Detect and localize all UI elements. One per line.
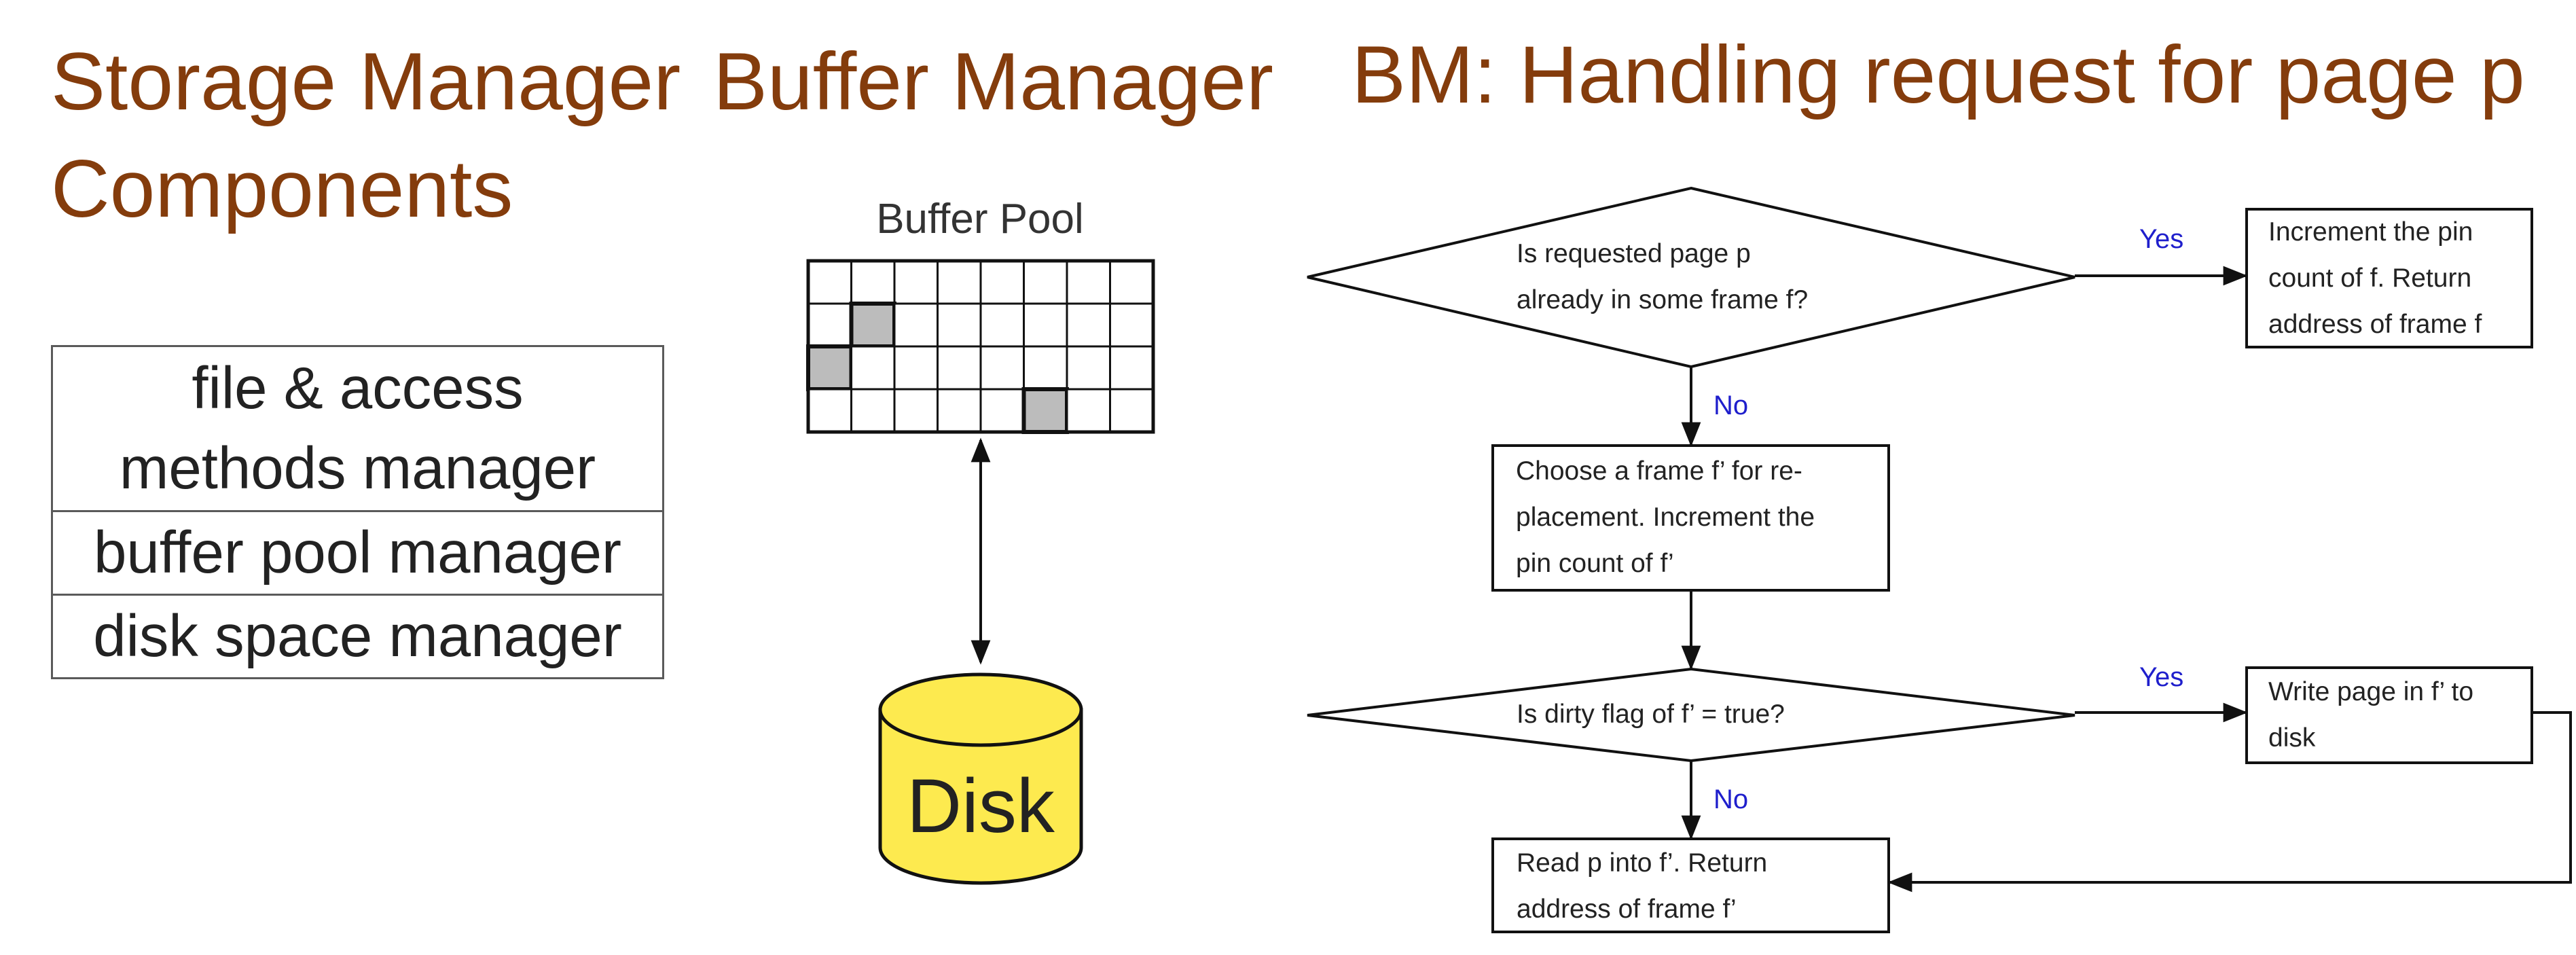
disk-body [878,708,1083,885]
title-bm-handling-request: BM: Handling request for page p [1352,29,2525,120]
choose-frame-text: Choose a frame f’ for re- placement. Inc… [1516,448,1815,587]
buffer-frame-occupied [849,302,896,348]
choose-frame-line3: pin count of f’ [1516,549,1674,578]
buffer-frame [979,345,1025,391]
buffer-frame [1023,345,1068,391]
read-page-line2: address of frame f’ [1517,895,1737,924]
write-page-line1: Write page in f’ to [2268,677,2474,706]
decision2-text: Is dirty flag of f’ = true? [1517,700,1785,729]
buffer-frame [1066,345,1111,391]
buffer-frame [893,302,939,348]
read-page-line1: Read p into f’. Return [1517,848,1768,878]
buffer-frame [1023,302,1068,348]
decision1-text: Is requested page p already in some fram… [1517,231,1808,323]
storage-components-table: file & access methods manager buffer poo… [51,345,664,679]
component-disk-space-manager: disk space manager [51,594,664,679]
buffer-frame [807,388,852,433]
buffer-frame [893,259,939,305]
box-choose-frame [1491,444,1890,592]
increment-pin-line1: Increment the pin [2268,217,2473,247]
box-write-page [2245,666,2533,764]
buffer-frame-occupied [806,344,854,391]
buffer-pool-outline [806,259,1155,434]
buffer-frame-occupied [1021,387,1069,434]
component-buffer-pool-manager: buffer pool manager [51,510,664,596]
buffer-frame [1109,259,1155,305]
buffer-frame [937,388,982,433]
buffer-frame [850,388,896,433]
buffer-frame [1109,388,1155,433]
buffer-frame [937,302,982,348]
buffer-frame [893,345,939,391]
buffer-pool-grid [806,259,1155,434]
title-storage-manager: Storage Manager [51,36,681,127]
yes-label-1: Yes [2139,224,2184,254]
component-file-access-line1: file & access [192,355,524,421]
buffer-frame [937,259,982,305]
buffer-frame [1023,259,1068,305]
buffer-frame [1066,302,1111,348]
component-file-access: file & access methods manager [51,345,664,512]
box-increment-pin [2245,208,2533,348]
choose-frame-line1: Choose a frame f’ for re- [1516,456,1802,486]
arrow-write-to-read [1887,711,2572,893]
buffer-frame [893,388,939,433]
buffer-pool-label: Buffer Pool [876,196,1084,242]
disk-label: Disk [907,763,1055,848]
buffer-frame [1066,388,1111,433]
decision1-line2: already in some frame f? [1517,285,1809,314]
buffer-frame [1109,345,1155,391]
buffer-frame [979,259,1025,305]
increment-pin-line3: address of frame f [2268,310,2482,339]
title-storage-components: Components [51,143,513,234]
buffer-frame [1066,259,1111,305]
read-page-text: Read p into f’. Return address of frame … [1517,840,1767,933]
no-label-1: No [1713,391,1749,420]
disk-cylinder: Disk [878,672,1083,885]
write-page-text: Write page in f’ to disk [2268,669,2473,761]
buffer-frame [979,302,1025,348]
choose-frame-line2: placement. Increment the [1516,503,1815,532]
title-buffer-manager: Buffer Manager [713,36,1273,127]
buffer-frame [850,259,896,305]
buffer-frame [807,302,852,348]
write-page-line2: disk [2268,723,2316,753]
buffer-frame [807,259,852,305]
box-read-page [1491,837,1890,933]
yes-label-2: Yes [2139,662,2184,692]
buffer-frame [979,388,1025,433]
disk-top [878,672,1083,747]
increment-pin-line2: count of f. Return [2268,264,2472,293]
buffer-frame [1109,302,1155,348]
component-file-access-line2: methods manager [119,435,596,501]
buffer-frame [850,345,896,391]
no-label-2: No [1713,785,1749,814]
decision1-line1: Is requested page p [1517,239,1751,268]
buffer-frame [937,345,982,391]
increment-pin-text: Increment the pin count of f. Return add… [2268,209,2482,348]
